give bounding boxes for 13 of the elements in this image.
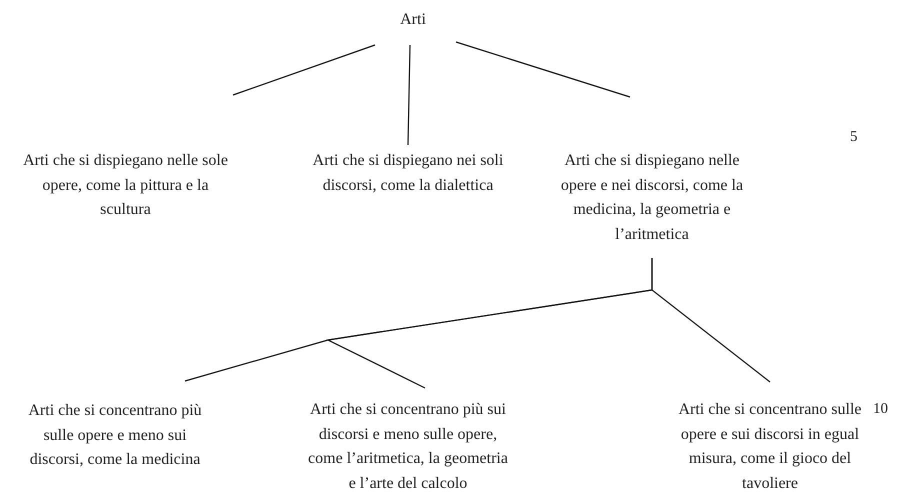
line-number: 5 bbox=[850, 128, 858, 146]
category-text: Arti che si concentrano più sui discorsi e meno sulle opere, come l’aritmetica, la geometria e l’arte del calcolo bbox=[307, 400, 509, 494]
branch-line bbox=[232, 44, 376, 96]
category-text: Arti che si dispiegano nelle sole opere, come la pittura e la scultura bbox=[22, 151, 229, 220]
root-label: Arti bbox=[400, 10, 426, 30]
category-text: Arti che si dispiegano nelle opere e nei discorsi, come la medicina, la geometria e l’aritmetica bbox=[560, 151, 744, 244]
branch-line bbox=[407, 44, 411, 146]
category-text: Arti che si concentrano più sulle opere e meno sui discorsi, come la medicina bbox=[27, 401, 203, 470]
branch-line bbox=[651, 258, 770, 382]
category-text: Arti che si concentrano sulle opere e sui discorsi in egual misura, come il gioco del tavoliere bbox=[677, 400, 863, 494]
line-number: 10 bbox=[873, 400, 888, 418]
branch-line bbox=[456, 41, 630, 98]
category-text: Arti che si dispiegano nei soli discorsi, come la dialettica bbox=[312, 151, 504, 196]
